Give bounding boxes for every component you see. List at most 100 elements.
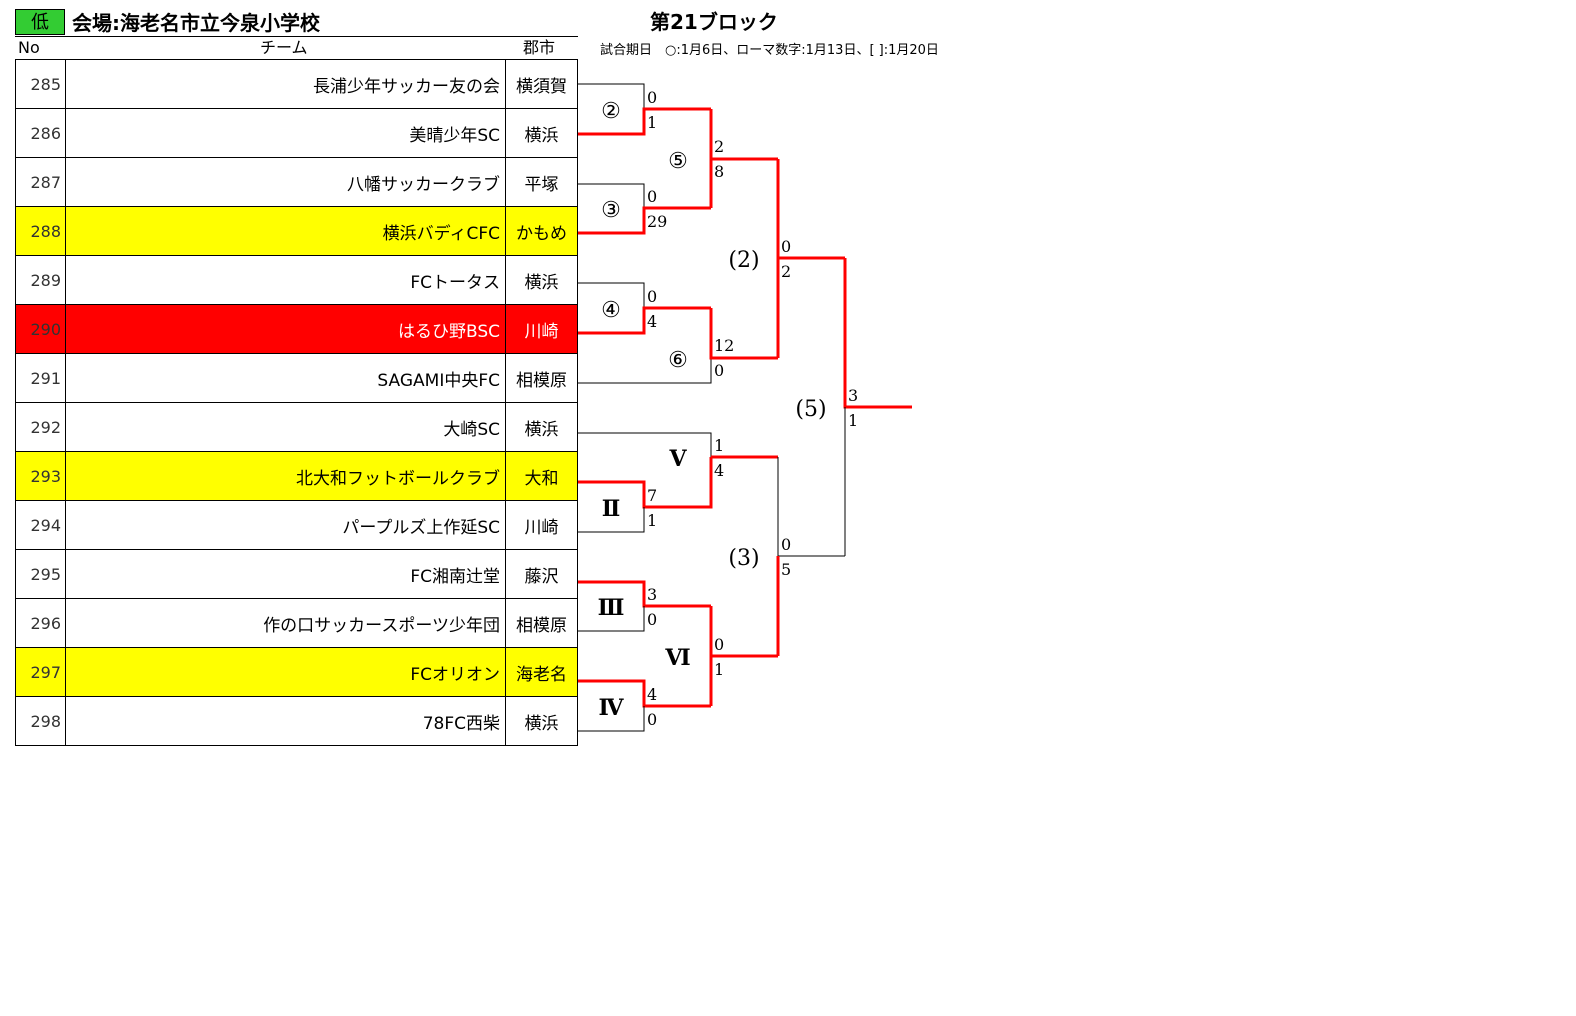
bracket-line-winner xyxy=(709,606,778,706)
bracket-line-winner xyxy=(776,159,845,358)
match-label: (5) xyxy=(795,397,826,422)
match-score: 1 xyxy=(714,660,724,679)
match-score: 4 xyxy=(714,461,724,480)
team-city: 横浜 xyxy=(505,696,578,746)
match-score: 0 xyxy=(647,187,657,206)
match-score: 2 xyxy=(781,262,791,281)
match-label: (2) xyxy=(728,248,759,273)
bracket-line xyxy=(578,282,645,308)
match-label: ③ xyxy=(601,198,621,223)
bracket-line-winner xyxy=(578,679,711,708)
team-name: 78FC西柴 xyxy=(65,696,506,746)
header-divider xyxy=(15,36,578,37)
bracket-line xyxy=(578,507,645,533)
team-no: 290 xyxy=(15,304,66,354)
match-score: 0 xyxy=(647,88,657,107)
match-label: ④ xyxy=(601,298,621,323)
block-title: 第21ブロック xyxy=(650,10,778,34)
team-no: 294 xyxy=(15,500,66,550)
team-city: 平塚 xyxy=(505,157,578,207)
team-name: FCトータス xyxy=(65,255,506,305)
team-city: 横浜 xyxy=(505,255,578,305)
match-score: 0 xyxy=(781,237,791,256)
match-score: 3 xyxy=(647,585,657,604)
match-score: 1 xyxy=(714,436,724,455)
team-name: 美晴少年SC xyxy=(65,108,506,158)
team-city: 横浜 xyxy=(505,402,578,452)
team-city: 相模原 xyxy=(505,353,578,403)
match-score: 0 xyxy=(647,710,657,729)
team-name: 八幡サッカークラブ xyxy=(65,157,506,207)
team-no: 297 xyxy=(15,647,66,697)
team-no: 298 xyxy=(15,696,66,746)
team-city: 横浜 xyxy=(505,108,578,158)
match-score: 4 xyxy=(647,312,657,331)
bracket-line xyxy=(578,706,645,732)
category-badge: 低 xyxy=(15,9,65,35)
match-score: 4 xyxy=(647,685,657,704)
match-score: 0 xyxy=(714,635,724,654)
team-no: 293 xyxy=(15,451,66,501)
match-score: 1 xyxy=(647,113,657,132)
team-name: 北大和フットボールクラブ xyxy=(65,451,506,501)
team-city: 川崎 xyxy=(505,500,578,550)
col-header-team: チーム xyxy=(260,38,308,57)
team-name: 横浜バディCFC xyxy=(65,206,506,256)
match-score: 0 xyxy=(647,610,657,629)
team-no: 291 xyxy=(15,353,66,403)
team-no: 295 xyxy=(15,549,66,599)
team-city: 藤沢 xyxy=(505,549,578,599)
team-name: FC湘南辻堂 xyxy=(65,549,506,599)
col-header-city: 郡市 xyxy=(523,38,556,57)
match-score: 0 xyxy=(714,361,724,380)
match-score: 8 xyxy=(714,162,724,181)
team-no: 292 xyxy=(15,402,66,452)
bracket-line-winner xyxy=(578,206,711,235)
venue-title: 会場:海老名市立今泉小学校 xyxy=(72,11,320,35)
team-city: 横須賀 xyxy=(505,59,578,109)
bracket-line-winner xyxy=(578,580,711,608)
bracket-line xyxy=(578,83,645,109)
team-name: 大崎SC xyxy=(65,402,506,452)
col-header-no: No xyxy=(18,38,40,57)
team-city: 相模原 xyxy=(505,598,578,648)
match-score: 0 xyxy=(647,287,657,306)
team-no: 285 xyxy=(15,59,66,109)
match-score: 2 xyxy=(714,137,724,156)
match-label: Ⅳ xyxy=(599,695,625,721)
bracket-line-winner xyxy=(578,457,713,509)
team-no: 287 xyxy=(15,157,66,207)
match-score: 1 xyxy=(647,511,657,530)
bracket-line xyxy=(578,358,712,384)
match-score: 0 xyxy=(781,535,791,554)
team-city: 川崎 xyxy=(505,304,578,354)
team-city: 大和 xyxy=(505,451,578,501)
match-label: (3) xyxy=(728,546,759,571)
match-label: ⑥ xyxy=(668,348,688,373)
match-label: Ⅴ xyxy=(668,446,687,472)
match-label: Ⅵ xyxy=(664,645,690,671)
bracket-line-winner xyxy=(578,107,711,136)
bracket-line xyxy=(578,606,645,632)
bracket-line xyxy=(578,432,712,457)
team-city: 海老名 xyxy=(505,647,578,697)
team-name: 長浦少年サッカー友の会 xyxy=(65,59,506,109)
bracket-line-winner xyxy=(709,308,778,360)
bracket-line-winner xyxy=(709,109,778,208)
schedule-legend: 試合期日 ○:1月6日、ローマ数字:1月13日、[ ]:1月20日 xyxy=(600,43,939,58)
team-name: FCオリオン xyxy=(65,647,506,697)
